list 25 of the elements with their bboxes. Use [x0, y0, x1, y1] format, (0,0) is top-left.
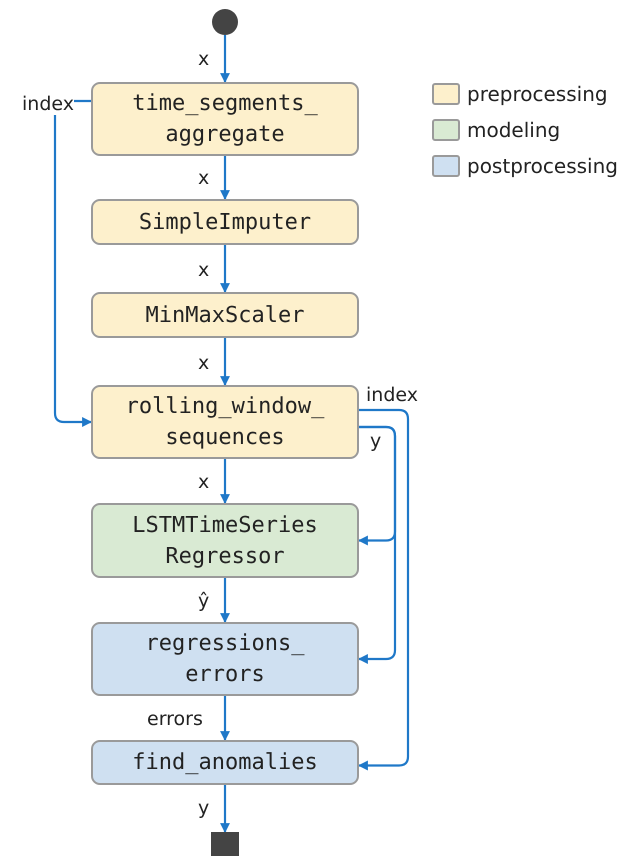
process-box: find_anomalies [91, 740, 359, 785]
arrow [220, 696, 230, 741]
arrow [220, 338, 230, 386]
end-square [211, 832, 239, 856]
process-box: LSTMTimeSeries Regressor [91, 503, 359, 578]
legend-label: postprocessing [467, 154, 618, 178]
edge-label: index [22, 93, 74, 115]
process-box: rolling_window_ sequences [91, 385, 359, 459]
legend-label: preprocessing [467, 82, 608, 106]
arrow [358, 408, 410, 770]
process-box: regressions_ errors [91, 622, 359, 696]
arrow [358, 426, 396, 664]
start-circle [212, 9, 238, 35]
arrow [220, 35, 230, 83]
process-box: SimpleImputer [91, 199, 359, 245]
arrow [54, 100, 92, 427]
arrow [220, 156, 230, 200]
arrow [220, 785, 230, 833]
process-box: time_segments_ aggregate [91, 82, 359, 156]
edge-label: ŷ [198, 590, 210, 612]
legend-label: modeling [467, 118, 560, 142]
arrow [220, 245, 230, 293]
arrow [220, 459, 230, 504]
arrow [220, 578, 230, 623]
process-box: MinMaxScaler [91, 292, 359, 338]
